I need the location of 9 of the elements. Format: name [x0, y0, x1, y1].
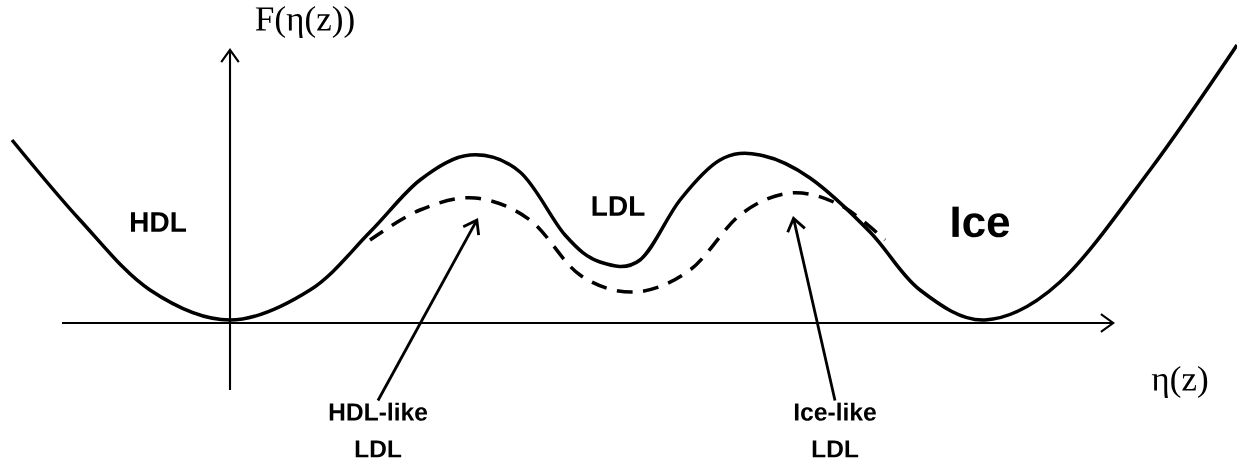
axis-label: η(z): [1151, 366, 1208, 398]
axis-label: F(η(z)): [255, 6, 354, 38]
region-label: Ice: [952, 206, 1010, 238]
region-label: LDL: [592, 196, 645, 216]
caption-text: Ice-like LDL: [794, 402, 876, 458]
arrow: [376, 218, 481, 402]
caption-text: HDL-like LDL: [329, 402, 428, 458]
region-label: HDL: [131, 212, 187, 232]
arrow: [786, 216, 837, 401]
